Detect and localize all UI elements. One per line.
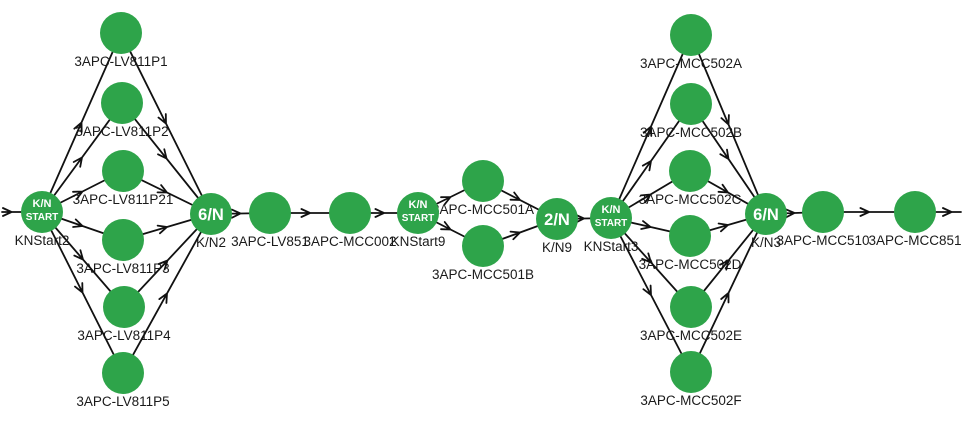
gate-circle[interactable]: [536, 198, 578, 240]
edge-knstart3-mcc502a: [610, 34, 692, 219]
node-label-kn2: K/N2: [196, 235, 226, 250]
node-mcc002[interactable]: [329, 192, 371, 234]
gate-text-kn9: 2/N: [544, 211, 570, 229]
node-label-lv811p3: 3APC-LV811P3: [76, 261, 169, 276]
component-circle[interactable]: [670, 351, 712, 393]
node-label-mcc502b: 3APC-MCC502B: [640, 125, 742, 140]
component-circle[interactable]: [670, 83, 712, 125]
node-lv811p4[interactable]: [103, 286, 145, 328]
component-circle[interactable]: [462, 160, 504, 202]
node-mcc502c[interactable]: [669, 150, 711, 192]
node-label-kn3: K/N3: [751, 235, 781, 250]
node-label-lv811p4: 3APC-LV811P4: [77, 328, 171, 343]
node-label-knstart2: KNStart2: [15, 233, 70, 248]
node-mcc502b[interactable]: [670, 83, 712, 125]
component-circle[interactable]: [670, 14, 712, 56]
node-label-mcc502f: 3APC-MCC502F: [640, 393, 741, 408]
component-circle[interactable]: [100, 12, 142, 54]
node-mcc510[interactable]: [802, 191, 844, 233]
node-label-knstart3: KNStart3: [584, 239, 639, 254]
node-label-mcc002: 3APC-MCC002: [303, 234, 396, 249]
edge-lv811p4-kn2: [123, 213, 212, 308]
node-label-mcc502c: 3APC-MCC502C: [639, 192, 742, 207]
node-mcc502d[interactable]: [669, 215, 711, 257]
component-circle[interactable]: [102, 352, 144, 394]
node-mcc851[interactable]: [894, 191, 936, 233]
node-mcc502e[interactable]: [670, 286, 712, 328]
node-mcc502a[interactable]: [670, 14, 712, 56]
gate-circle[interactable]: [745, 193, 787, 235]
component-circle[interactable]: [670, 286, 712, 328]
node-label-mcc502e: 3APC-MCC502E: [640, 328, 742, 343]
gate-text-kn2: 6/N: [198, 206, 224, 224]
node-kn2[interactable]: 6/N: [190, 193, 232, 235]
component-circle[interactable]: [802, 191, 844, 233]
gate-text-knstart9-0: K/N: [409, 199, 428, 211]
edge-lv811p5-kn2: [122, 213, 212, 374]
edge-knstart2-lv811p2: [41, 102, 123, 213]
node-kn3[interactable]: 6/N: [745, 193, 787, 235]
node-mcc501a[interactable]: [462, 160, 504, 202]
edge-knstart3-mcc502b: [610, 103, 692, 219]
component-circle[interactable]: [102, 150, 144, 192]
component-circle[interactable]: [669, 215, 711, 257]
node-label-lv851: 3APC-LV851: [231, 234, 309, 249]
node-label-mcc502d: 3APC-MCC502D: [639, 257, 742, 272]
component-circle[interactable]: [462, 225, 504, 267]
node-label-lv811p1: 3APC-LV811P1: [74, 54, 167, 69]
node-lv811p5[interactable]: [102, 352, 144, 394]
node-lv811p21[interactable]: [102, 150, 144, 192]
node-mcc501b[interactable]: [462, 225, 504, 267]
node-label-mcc501a: 3APC-MCC501A: [432, 202, 534, 217]
edge-knstart3-mcc502f: [610, 217, 692, 373]
node-label-mcc851: 3APC-MCC851: [868, 233, 961, 248]
edge-lv811p2-kn2: [121, 102, 212, 215]
node-mcc502f[interactable]: [670, 351, 712, 393]
node-label-kn9: K/N9: [542, 240, 572, 255]
edge-lv811p1-kn2: [120, 32, 212, 215]
gate-text-knstart2-1: START: [26, 212, 59, 223]
gate-text-kn3: 6/N: [753, 206, 779, 224]
gate-text-knstart3-1: START: [595, 218, 628, 229]
component-circle[interactable]: [101, 82, 143, 124]
node-label-knstart9: KNStart9: [391, 234, 446, 249]
gate-circle[interactable]: [21, 191, 63, 233]
gate-text-knstart9-1: START: [402, 213, 435, 224]
node-lv851[interactable]: [249, 192, 291, 234]
node-label-mcc510: 3APC-MCC510: [776, 233, 869, 248]
edge-knstart2-lv811p1: [41, 32, 122, 213]
component-circle[interactable]: [102, 219, 144, 261]
edge-knstart2-lv811p5: [41, 211, 124, 374]
node-label-lv811p21: 3APC-LV811P21: [73, 192, 174, 207]
output-arrow: [935, 207, 962, 217]
edge-mcc502b-kn3: [690, 103, 767, 215]
gate-text-knstart2-0: K/N: [33, 198, 52, 210]
component-circle[interactable]: [894, 191, 936, 233]
gate-circle[interactable]: [397, 192, 439, 234]
gate-text-knstart3-0: K/N: [602, 204, 621, 216]
component-circle[interactable]: [249, 192, 291, 234]
node-lv811p2[interactable]: [101, 82, 143, 124]
edge-mcc502a-kn3: [690, 34, 767, 215]
node-knstart3[interactable]: K/N START: [590, 197, 632, 239]
edge-mcc502f-kn3: [690, 213, 767, 373]
node-kn9[interactable]: 2/N: [536, 198, 578, 240]
component-circle[interactable]: [329, 192, 371, 234]
node-knstart9[interactable]: K/N START: [397, 192, 439, 234]
input-arrow: [1, 207, 22, 217]
node-label-lv811p5: 3APC-LV811P5: [76, 394, 169, 409]
node-label-lv811p2: 3APC-LV811P2: [75, 124, 168, 139]
component-circle[interactable]: [103, 286, 145, 328]
node-lv811p3[interactable]: [102, 219, 144, 261]
node-lv811p1[interactable]: [100, 12, 142, 54]
component-circle[interactable]: [669, 150, 711, 192]
gate-circle[interactable]: [190, 193, 232, 235]
gate-circle[interactable]: [590, 197, 632, 239]
node-label-mcc502a: 3APC-MCC502A: [640, 56, 742, 71]
node-knstart2[interactable]: K/N START: [21, 191, 63, 233]
node-label-mcc501b: 3APC-MCC501B: [432, 267, 534, 282]
